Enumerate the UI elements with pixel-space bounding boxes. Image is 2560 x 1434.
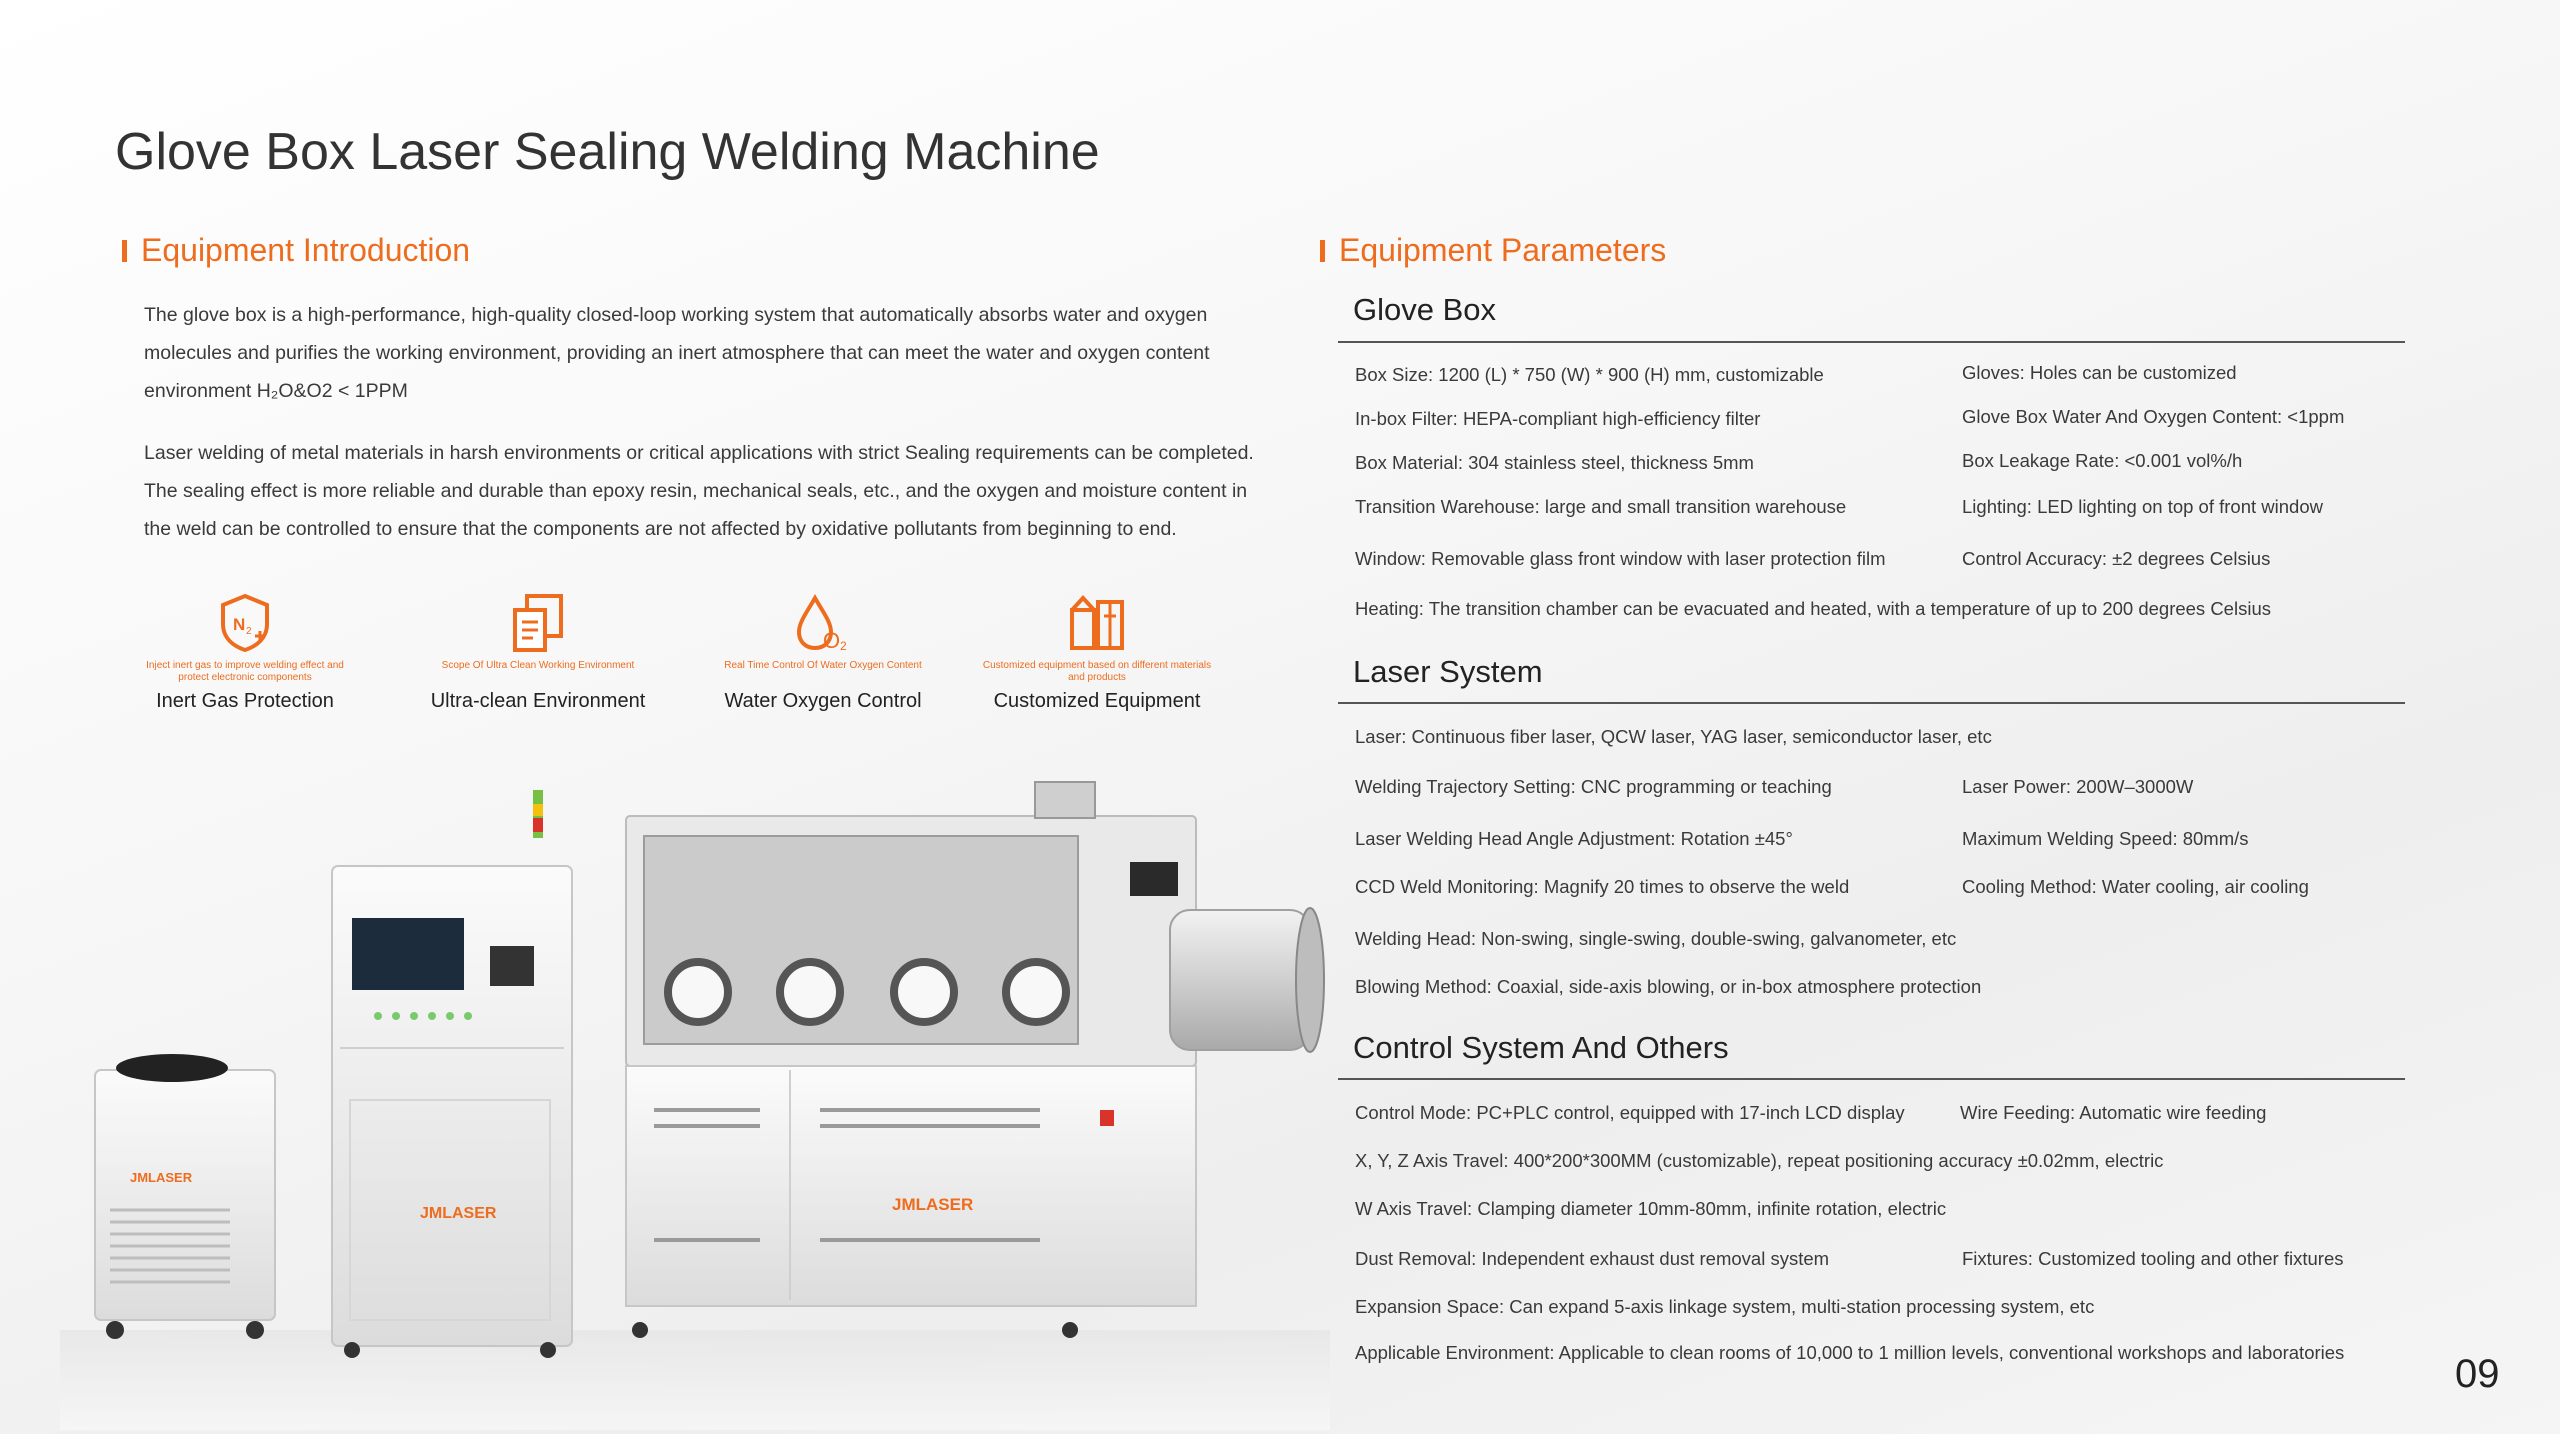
param-transition-warehouse: Transition Warehouse: large and small tr… bbox=[1355, 496, 1847, 517]
brand-label: JMLASER bbox=[130, 1170, 193, 1185]
n2-shield-icon: N 2 bbox=[130, 588, 360, 654]
param-water-oxygen: Glove Box Water And Oxygen Content: <1pp… bbox=[1962, 406, 2345, 427]
param-trajectory: Welding Trajectory Setting: CNC programm… bbox=[1355, 776, 1832, 797]
param-box-material: Box Material: 304 stainless steel, thick… bbox=[1355, 452, 1754, 473]
heading-marker bbox=[122, 239, 127, 262]
intro-heading-text: Equipment Introduction bbox=[141, 232, 471, 268]
feature-caption: Inject inert gas to improve welding effe… bbox=[146, 660, 344, 683]
param-heating: Heating: The transition chamber can be e… bbox=[1355, 598, 2271, 619]
feature-customized: Customized equipment based on different … bbox=[982, 588, 1212, 713]
brand-label: JMLASER bbox=[420, 1205, 497, 1222]
param-control-mode: Control Mode: PC+PLC control, equipped w… bbox=[1355, 1102, 1905, 1123]
svg-text:N: N bbox=[233, 615, 245, 634]
param-laser-power: Laser Power: 200W–3000W bbox=[1962, 776, 2194, 797]
clean-docs-icon bbox=[423, 588, 653, 654]
section-divider bbox=[1338, 1078, 2405, 1080]
feature-label: Inert Gas Protection bbox=[156, 690, 334, 712]
svg-text:2: 2 bbox=[246, 626, 252, 637]
feature-caption: Real Time Control Of Water Oxygen Conten… bbox=[724, 660, 922, 671]
feature-water-oxygen: O 2 Real Time Control Of Water Oxygen Co… bbox=[708, 588, 938, 713]
chiller-unit: JMLASER bbox=[94, 1054, 276, 1339]
brand-label: JMLASER bbox=[892, 1195, 973, 1214]
param-wire-feeding: Wire Feeding: Automatic wire feeding bbox=[1960, 1102, 2267, 1123]
glove-box-subheading: Glove Box bbox=[1353, 292, 1497, 327]
glove-box-screen bbox=[1130, 862, 1178, 896]
param-ccd-monitoring: CCD Weld Monitoring: Magnify 20 times to… bbox=[1355, 876, 1850, 897]
svg-text:2: 2 bbox=[840, 639, 847, 653]
control-system-subheading: Control System And Others bbox=[1353, 1030, 1729, 1065]
param-expansion: Expansion Space: Can expand 5-axis linka… bbox=[1355, 1296, 2095, 1317]
param-gloves: Gloves: Holes can be customized bbox=[1962, 362, 2237, 383]
param-lighting: Lighting: LED lighting on top of front w… bbox=[1962, 496, 2323, 517]
glove-box-machine-illustration: JMLASER JMLASER bbox=[60, 781, 1330, 1430]
cabinet-display bbox=[352, 918, 464, 990]
heading-marker bbox=[1320, 239, 1325, 262]
param-head-angle: Laser Welding Head Angle Adjustment: Rot… bbox=[1355, 828, 1793, 849]
feature-ultra-clean: Scope Of Ultra Clean Working Environment… bbox=[423, 588, 653, 713]
feature-label: Water Oxygen Control bbox=[724, 690, 922, 712]
feature-label: Ultra-clean Environment bbox=[430, 690, 646, 712]
svg-text:O: O bbox=[823, 628, 840, 653]
param-window: Window: Removable glass front window wit… bbox=[1355, 548, 1886, 569]
intro-line: The glove box is a high-performance, hig… bbox=[144, 304, 1208, 326]
section-divider bbox=[1338, 341, 2405, 343]
param-leakage-rate: Box Leakage Rate: <0.001 vol%/h bbox=[1962, 450, 2243, 471]
param-box-size: Box Size: 1200 (L) * 750 (W) * 900 (H) m… bbox=[1355, 364, 1824, 385]
transition-chamber-cylinder bbox=[1169, 907, 1325, 1053]
laser-system-subheading: Laser System bbox=[1353, 654, 1543, 689]
feature-caption: Customized equipment based on different … bbox=[982, 660, 1212, 683]
intro-line: the weld can be controlled to ensure tha… bbox=[144, 518, 1177, 540]
intro-line: molecules and purifies the working envir… bbox=[144, 342, 1210, 364]
intro-heading: Equipment Introduction bbox=[122, 232, 470, 269]
param-environment: Applicable Environment: Applicable to cl… bbox=[1355, 1342, 2345, 1363]
param-welding-head: Welding Head: Non-swing, single-swing, d… bbox=[1355, 928, 1957, 949]
page-title: Glove Box Laser Sealing Welding Machine bbox=[115, 123, 1100, 181]
param-cooling: Cooling Method: Water cooling, air cooli… bbox=[1962, 876, 2309, 897]
param-welding-speed: Maximum Welding Speed: 80mm/s bbox=[1962, 828, 2249, 849]
feature-caption: Scope Of Ultra Clean Working Environment bbox=[441, 660, 635, 671]
custom-equipment-icon bbox=[982, 588, 1212, 654]
page-number: 09 bbox=[2455, 1352, 2500, 1396]
param-filter: In-box Filter: HEPA-compliant high-effic… bbox=[1355, 408, 1761, 429]
param-w-travel: W Axis Travel: Clamping diameter 10mm-80… bbox=[1355, 1198, 1947, 1219]
intro-line: environment H₂O&O2 < 1PPM bbox=[144, 380, 408, 402]
control-cabinet: JMLASER bbox=[331, 790, 573, 1358]
param-blowing: Blowing Method: Coaxial, side-axis blowi… bbox=[1355, 976, 1982, 997]
feature-row: N 2 Inject inert gas to improve welding … bbox=[130, 588, 1230, 728]
param-dust-removal: Dust Removal: Independent exhaust dust r… bbox=[1355, 1248, 1830, 1269]
intro-line: The sealing effect is more reliable and … bbox=[144, 480, 1248, 502]
param-control-accuracy: Control Accuracy: ±2 degrees Celsius bbox=[1962, 548, 2271, 569]
intro-paragraph-1: The glove box is a high-performance, hig… bbox=[144, 296, 1264, 410]
param-fixtures: Fixtures: Customized tooling and other f… bbox=[1962, 1248, 2344, 1269]
feature-inert-gas: N 2 Inject inert gas to improve welding … bbox=[130, 588, 360, 713]
water-oxygen-drop-icon: O 2 bbox=[708, 588, 938, 654]
param-laser: Laser: Continuous fiber laser, QCW laser… bbox=[1355, 726, 1992, 747]
params-heading-text: Equipment Parameters bbox=[1339, 232, 1667, 268]
glove-box-chamber: JMLASER bbox=[625, 781, 1197, 1338]
params-heading: Equipment Parameters bbox=[1320, 232, 1666, 269]
intro-paragraph-2: Laser welding of metal materials in hars… bbox=[144, 434, 1264, 548]
feature-label: Customized Equipment bbox=[993, 690, 1201, 712]
intro-line: Laser welding of metal materials in hars… bbox=[144, 442, 1254, 464]
section-divider bbox=[1338, 702, 2405, 704]
param-xyz-travel: X, Y, Z Axis Travel: 400*200*300MM (cust… bbox=[1355, 1150, 2164, 1171]
